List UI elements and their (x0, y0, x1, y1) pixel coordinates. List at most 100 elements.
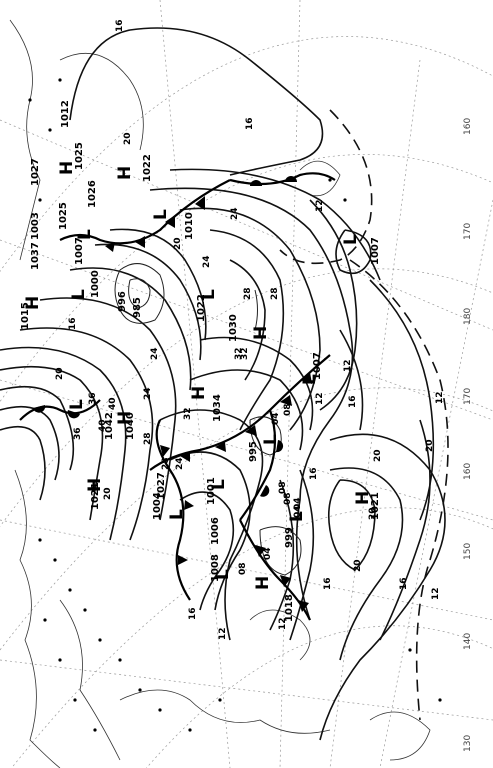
low-center-letter: L (67, 399, 87, 410)
isobar-label: 20 (353, 559, 363, 572)
isobar-label: 12 (315, 392, 325, 405)
isobar-label: 04 (263, 547, 273, 560)
lon-label: 140 (463, 633, 473, 650)
low-center-letter: L (151, 209, 171, 220)
pressure-value: 1037 (30, 242, 41, 270)
isobar-label: 24 (150, 347, 160, 360)
low-center-letter: L (75, 229, 95, 240)
pressure-value: 985 (132, 297, 143, 318)
isobar-label: 04 (293, 497, 303, 510)
pressure-value: 1027 (156, 472, 167, 500)
isobar-label: 12 (218, 627, 228, 640)
high-center-letter: H (353, 491, 373, 505)
front-triangle (105, 242, 115, 252)
isobar-label: 40 (108, 397, 118, 410)
isobar-label: 16 (309, 467, 319, 480)
front-triangle (255, 545, 266, 557)
front-triangle (245, 425, 257, 436)
isobar-label: 08 (283, 492, 293, 505)
front-triangle (280, 575, 291, 587)
pressure-values: 1012 1027 1025 1026 1022 1003 1037 1025 … (20, 100, 381, 622)
pressure-value: 1026 (87, 180, 98, 208)
high-center-letter: H (189, 386, 209, 400)
low-center-letter: L (209, 479, 229, 490)
pressure-value: 1027 (30, 158, 41, 186)
low-center-letter: L (287, 511, 307, 522)
pressure-value: 1021 (90, 482, 101, 510)
low-center-letter: L (341, 234, 361, 245)
isobar-label: 20 (368, 507, 378, 520)
isobar-label: 16 (188, 607, 198, 620)
isobar-label: 24 (202, 255, 212, 268)
pressure-value: 1001 (206, 477, 217, 505)
pressure-value: 1021 (370, 492, 381, 520)
longitude-labels: 130 140 150 160 170 180 170 160 (463, 118, 473, 752)
front-triangle (195, 196, 205, 210)
station-plots (28, 78, 442, 732)
isobar-label: 24 (230, 207, 240, 220)
isobar-label: 12 (435, 391, 445, 404)
isobar-label: 12 (343, 359, 353, 372)
isobar-label: 24 (143, 387, 153, 400)
high-center-letter: H (115, 411, 135, 425)
front-semicircle (260, 485, 270, 497)
isobar-label: 20 (123, 132, 133, 145)
pressure-value: 1003 (30, 212, 41, 240)
isobar-label: 12 (431, 587, 441, 600)
front-triangle (160, 445, 170, 457)
isobar-label: 16 (68, 317, 78, 330)
front-triangle (180, 452, 190, 462)
front-semicircle (276, 440, 284, 453)
pressure-value: 1022 (196, 294, 207, 322)
front-semicircle (285, 176, 297, 182)
lon-label: 170 (463, 388, 473, 405)
lon-label: 130 (463, 735, 473, 752)
isobar-label: 08 (283, 403, 293, 416)
isobar-label: 20 (55, 367, 65, 380)
pressure-value: 1025 (74, 142, 85, 170)
cold-front (59, 179, 231, 245)
isobar-label: 04 (293, 505, 303, 518)
front-triangle (184, 500, 194, 510)
isobar-label: 16 (348, 395, 358, 408)
lon-label: 180 (463, 308, 473, 325)
warm-front (19, 399, 101, 421)
pressure-value: 1007 (74, 237, 85, 265)
front-triangle (135, 236, 145, 248)
isobar-label: 16 (245, 117, 255, 130)
isobar-label: 20 (373, 449, 383, 462)
isobar-label: 08 (278, 481, 288, 494)
pressure-value: 1022 (142, 154, 153, 182)
front-triangle (280, 395, 292, 406)
front-triangle (300, 372, 312, 384)
cold-front (155, 419, 191, 601)
isobar-label: 20 (103, 487, 113, 500)
low-center-letter: L (167, 509, 187, 520)
isobar-label: 28 (161, 457, 171, 470)
high-center-letter: H (251, 326, 271, 340)
front-triangle (178, 555, 188, 565)
coastlines (9, 19, 431, 768)
isobar-label: 28 (143, 432, 153, 445)
pressure-value: 1007 (312, 352, 323, 380)
low-center-letter: L (261, 434, 281, 445)
front-triangle (298, 600, 309, 612)
front-triangle (215, 442, 226, 452)
pressure-value: 1004 (152, 492, 163, 520)
isobar-label: 36 (73, 427, 83, 440)
isobar-label: 32 (234, 347, 244, 360)
lon-label: 160 (463, 463, 473, 480)
isobar-label: 32 (183, 407, 193, 420)
isobar-label: 08 (238, 562, 248, 575)
isobar-label: 16 (323, 577, 333, 590)
pressure-centers: H H L L L H L H H L H L L H L H L L L H … (23, 161, 373, 590)
low-center-letter: L (213, 569, 233, 580)
pressure-value: 1007 (370, 237, 381, 265)
low-center-letter: L (300, 374, 320, 385)
front-semicircle (250, 180, 262, 186)
pressure-value: 996 (117, 291, 128, 312)
isobar-label: 28 (270, 287, 280, 300)
pressure-value: 1015 (20, 302, 31, 330)
isobar-label: 16 (399, 577, 409, 590)
